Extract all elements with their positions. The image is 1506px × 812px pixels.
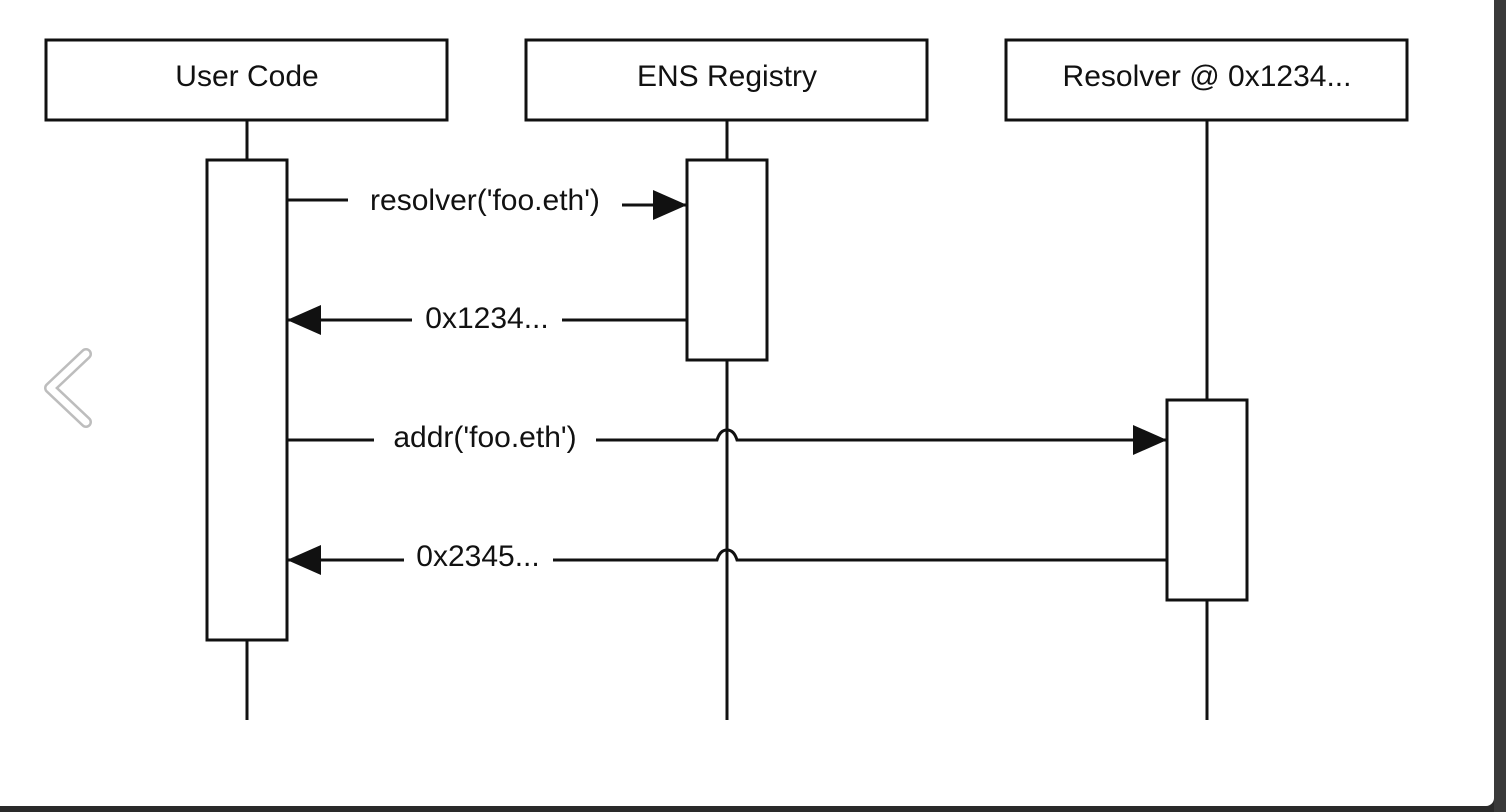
participant-resolver: Resolver @ 0x1234...: [1004, 38, 1409, 122]
message-registry-return-label: 0x1234...: [425, 302, 548, 335]
message-resolver-return: 0x2345...: [287, 540, 1167, 575]
message-registry-return: 0x1234...: [287, 302, 687, 335]
activation-user: [205, 158, 289, 642]
message-resolver-call: resolver('foo.eth'): [287, 184, 687, 220]
participant-resolver-label: Resolver @ 0x1234...: [1063, 60, 1352, 93]
message-addr-call: addr('foo.eth'): [287, 421, 1167, 455]
activation-resolver: [1165, 398, 1249, 602]
message-resolver-call-label: resolver('foo.eth'): [370, 184, 600, 217]
message-resolver-return-label: 0x2345...: [416, 540, 539, 573]
previous-image-button[interactable]: [38, 346, 98, 430]
participant-user: User Code: [44, 38, 449, 122]
background-edge: [1494, 0, 1506, 812]
message-addr-call-label: addr('foo.eth'): [393, 421, 576, 454]
participant-registry-label: ENS Registry: [637, 60, 817, 93]
chevron-left-icon: [44, 348, 92, 428]
participant-user-label: User Code: [175, 60, 318, 93]
participant-registry: ENS Registry: [524, 38, 929, 122]
activation-registry: [685, 158, 769, 362]
